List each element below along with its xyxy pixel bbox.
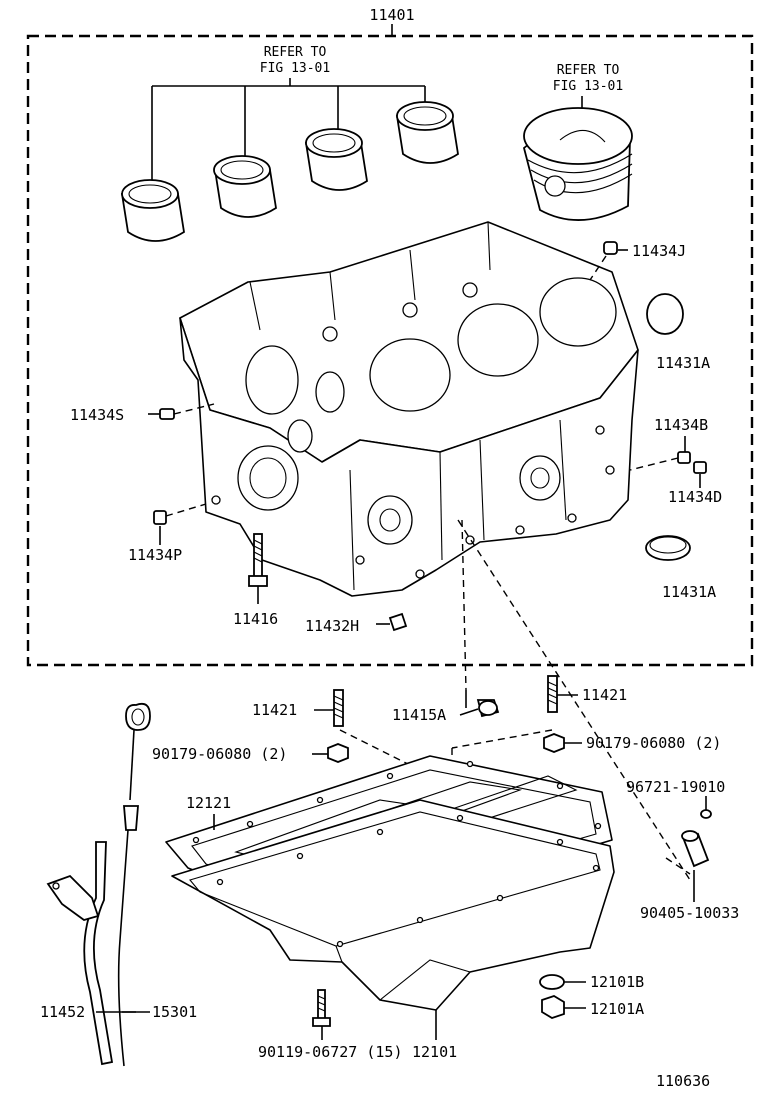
part-11452-dipstick-guide: [46, 841, 136, 1066]
callout-12101: 12101: [412, 1043, 457, 1061]
part-11434J-plug: [589, 241, 628, 281]
part-11421-right-stud: [547, 675, 578, 713]
main-bearing-1: [120, 179, 185, 242]
bearings-leader-bracket: [151, 78, 583, 180]
part-12101A-plug: [541, 995, 586, 1019]
callout-11434P: 11434P: [128, 546, 182, 564]
refer-note-piston-line1: REFER TO: [557, 63, 620, 78]
part-11421-left-stud: [314, 689, 344, 727]
leader-11415A: [459, 708, 479, 716]
callout-11434D: 11434D: [668, 488, 722, 506]
refer-note-bearings-line2: FIG 13-01: [260, 61, 330, 76]
part-11434D-pin: [693, 461, 707, 474]
callout-11415A: 11415A: [392, 706, 446, 724]
part-11415A-plug: [465, 690, 500, 718]
callout-11434B: 11434B: [654, 416, 708, 434]
part-11434P-pin: [153, 503, 207, 525]
callout-90179-left: 90179-06080 (2): [152, 745, 287, 763]
part-90119-bolt: [312, 989, 331, 1040]
callout-90405: 90405-10033: [640, 904, 739, 922]
callout-11434S: 11434S: [70, 406, 124, 424]
main-bearing-3: [304, 128, 368, 191]
figure-id: 110636: [656, 1072, 710, 1090]
callout-11431A-bottom: 11431A: [662, 583, 716, 601]
part-11434S-pin: [148, 403, 215, 420]
part-96721-gasket: [700, 796, 712, 819]
callout-11452: 11452: [40, 1003, 85, 1021]
callout-11432H: 11432H: [305, 617, 359, 635]
callout-15301: 15301: [152, 1003, 197, 1021]
part-12101-oil-pan: [171, 799, 615, 1040]
part-11432H-plug: [376, 612, 408, 632]
assembly-part-number: 11401: [369, 6, 414, 24]
callout-12101B: 12101B: [590, 973, 644, 991]
refer-note-bearings-line1: REFER TO: [264, 45, 327, 60]
part-11431A-bottom-seal: [645, 535, 691, 561]
cylinder-block: [179, 221, 639, 597]
callout-12101A: 12101A: [590, 1000, 644, 1018]
part-11431A-top-plug: [646, 293, 684, 335]
part-11434B-pin: [629, 451, 691, 471]
assembly-boundary: [26, 24, 754, 667]
callout-90179-right: 90179-06080 (2): [586, 734, 721, 752]
piston: [522, 107, 633, 221]
part-90179-right-nut: [543, 733, 582, 753]
part-12101B-washer: [539, 974, 586, 990]
callout-11421-right: 11421: [582, 686, 627, 704]
part-90179-left-nut: [312, 743, 349, 763]
callout-12121: 12121: [186, 794, 231, 812]
main-bearing-4: [395, 101, 459, 164]
callout-11421-left: 11421: [252, 701, 297, 719]
refer-note-piston-line2: FIG 13-01: [553, 79, 623, 94]
callout-11416: 11416: [233, 610, 278, 628]
main-bearing-2: [213, 155, 277, 218]
part-90405-drain-plug: [665, 830, 710, 902]
callout-90119: 90119-06727 (15): [258, 1043, 403, 1061]
callout-11431A-top: 11431A: [656, 354, 710, 372]
callout-96721: 96721-19010: [626, 778, 725, 796]
part-11416-bolt: [248, 533, 268, 604]
callout-11434J: 11434J: [632, 242, 686, 260]
part-15301-dipstick: [117, 702, 151, 1067]
